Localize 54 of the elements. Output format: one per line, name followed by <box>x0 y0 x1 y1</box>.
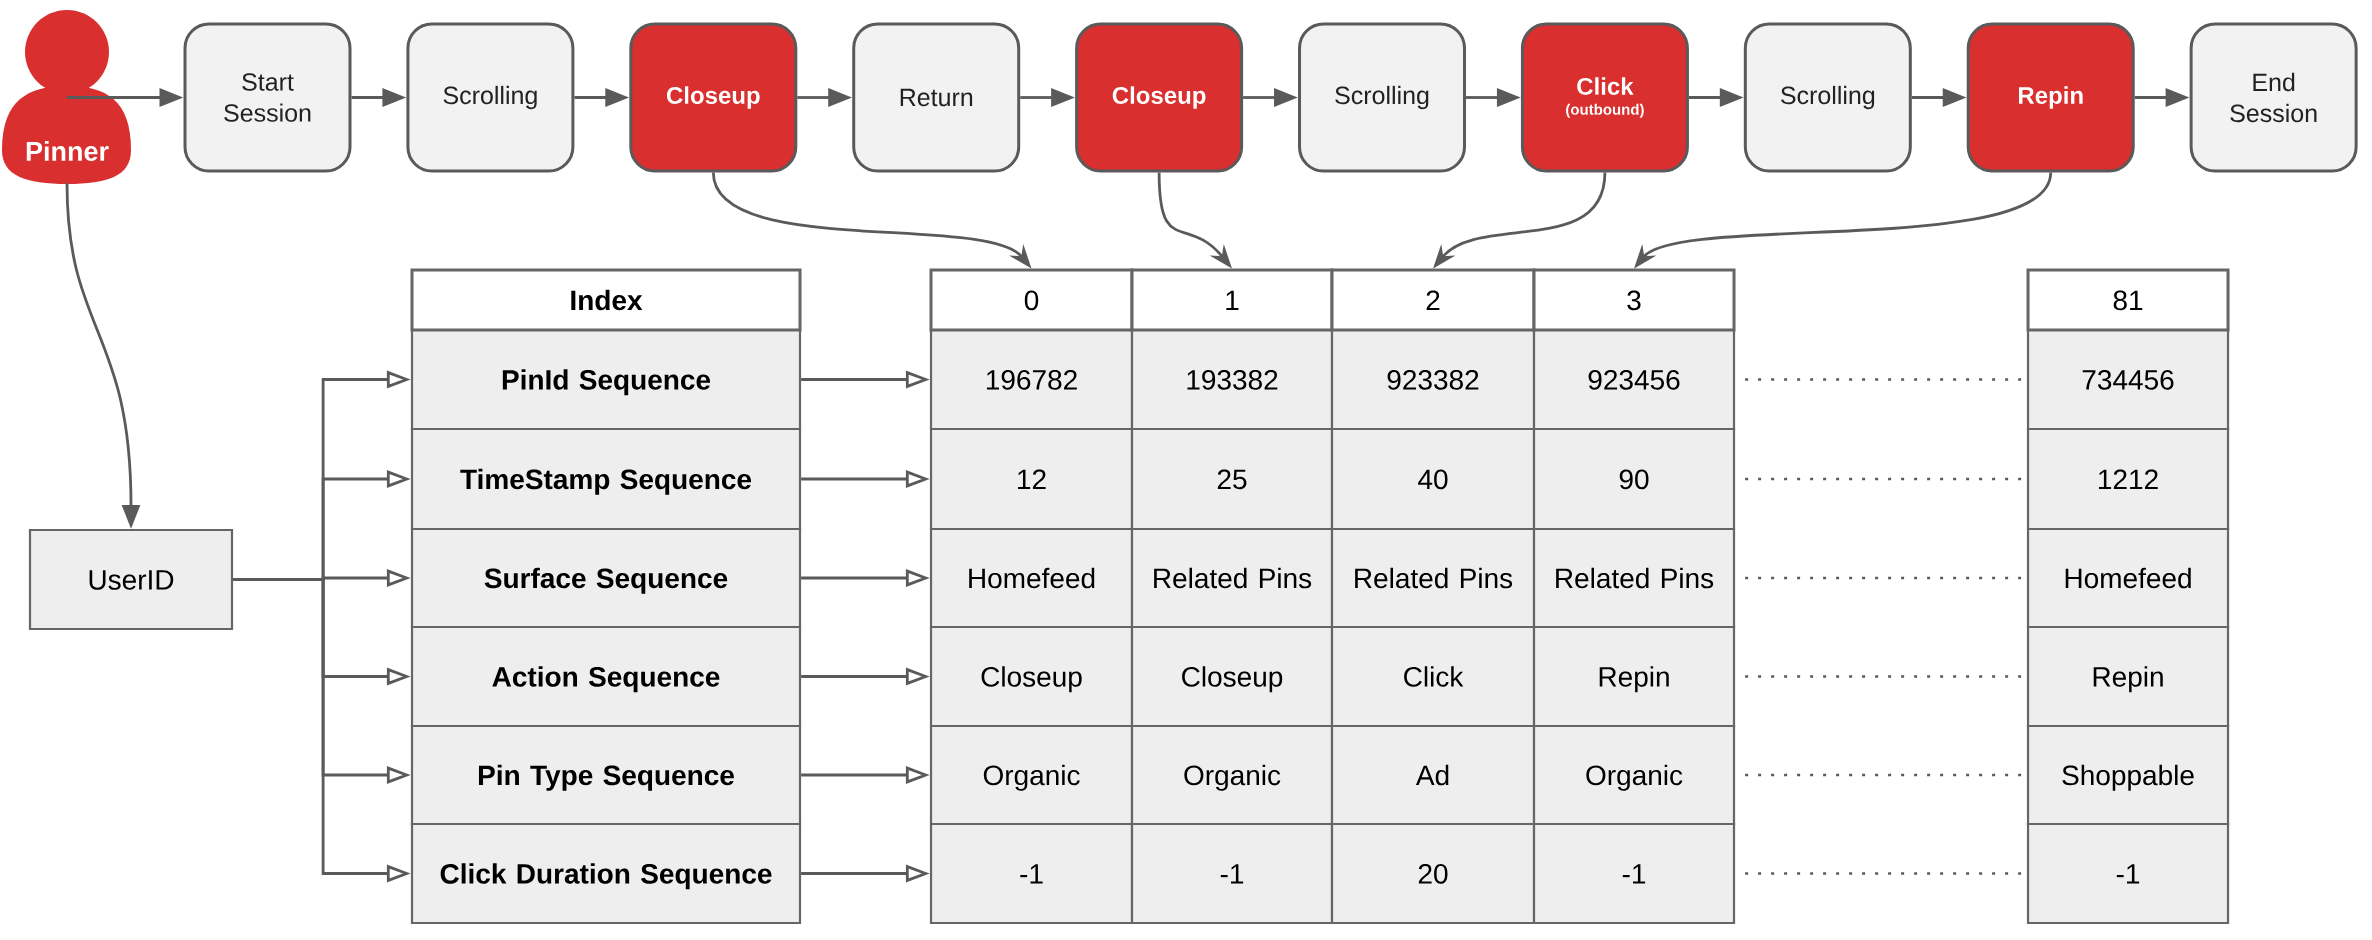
table-cell: 90 <box>1532 427 1736 531</box>
header-cell: 1 <box>1130 268 1334 332</box>
row-label-cell: Pin Type Sequence <box>410 724 802 826</box>
step-box: Closeup <box>629 22 798 173</box>
table-cell: 196782 <box>929 328 1134 431</box>
header-cell: 2 <box>1330 268 1536 332</box>
step-box: Scrolling <box>1298 22 1466 173</box>
row-label-cell: Click Duration Sequence <box>410 822 802 925</box>
table-cell: -1 <box>929 822 1134 925</box>
table-cell: Related Pins <box>1130 527 1334 629</box>
table-cell: 1212 <box>2026 427 2230 531</box>
table-cell: Organic <box>1130 724 1334 826</box>
table-cell: -1 <box>1130 822 1334 925</box>
table-cell: 734456 <box>2026 328 2230 431</box>
table-cell: Organic <box>1532 724 1736 826</box>
step-box: End Session <box>2189 22 2358 173</box>
row-label-cell: TimeStamp Sequence <box>410 427 802 531</box>
row-label-cell: PinId Sequence <box>410 328 802 431</box>
header-cell: 81 <box>2026 268 2230 332</box>
table-cell: Closeup <box>929 625 1134 728</box>
table-cell: 923456 <box>1532 328 1736 431</box>
step-box: Click (outbound) <box>1520 22 1689 173</box>
row-label-cell: Action Sequence <box>410 625 802 728</box>
table-cell: Related Pins <box>1532 527 1736 629</box>
header-cell: 3 <box>1532 268 1736 332</box>
step-box: Start Session <box>183 22 352 173</box>
table-cell: 25 <box>1130 427 1334 531</box>
table-cell: Shoppable <box>2026 724 2230 826</box>
step-box: Return <box>852 22 1021 173</box>
table-cell: -1 <box>2026 822 2230 925</box>
table-cell: 40 <box>1330 427 1536 531</box>
row-label-cell: Surface Sequence <box>410 527 802 629</box>
table-cell: Ad <box>1330 724 1536 826</box>
table-cell: 12 <box>929 427 1134 531</box>
table-cell: Closeup <box>1130 625 1334 728</box>
table-cell: -1 <box>1532 822 1736 925</box>
person-figure: Pinner <box>2 10 131 184</box>
table-cell: Organic <box>929 724 1134 826</box>
table-cell: Repin <box>1532 625 1736 728</box>
table-cell: Homefeed <box>929 527 1134 629</box>
table-cell: Related Pins <box>1330 527 1536 629</box>
header-cell: 0 <box>929 268 1134 332</box>
table-cell: 193382 <box>1130 328 1334 431</box>
table-cell: Repin <box>2026 625 2230 728</box>
id-box: UserID <box>28 528 234 631</box>
table-cell: 20 <box>1330 822 1536 925</box>
step-box: Scrolling <box>406 22 575 173</box>
step-box: Scrolling <box>1743 22 1912 173</box>
table-cell: 923382 <box>1330 328 1536 431</box>
table-cell: Homefeed <box>2026 527 2230 629</box>
header-cell: Index <box>410 268 802 332</box>
step-box: Repin <box>1966 22 2135 173</box>
table-cell: Click <box>1330 625 1536 728</box>
step-box: Closeup <box>1075 22 1244 173</box>
